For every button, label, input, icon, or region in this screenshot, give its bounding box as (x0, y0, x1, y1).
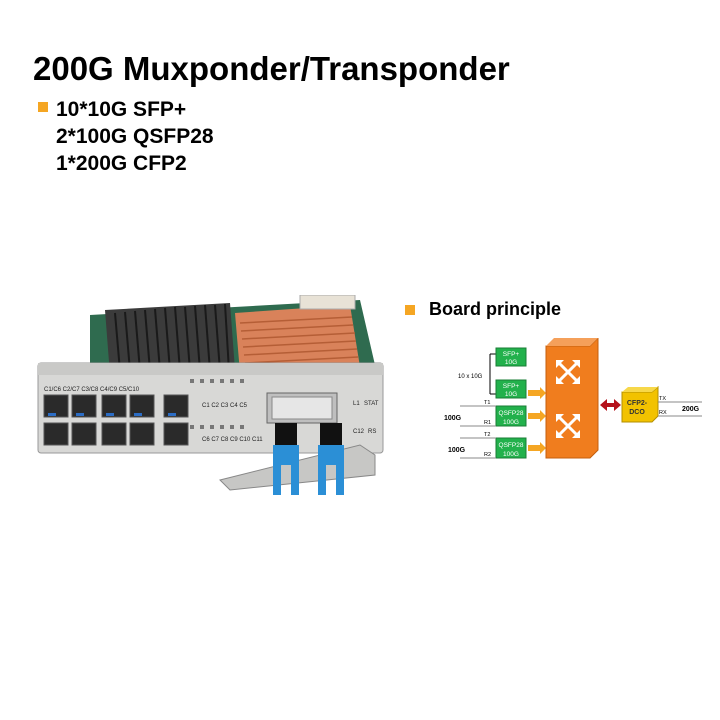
faceplate-port-labels: C1/C6 C2/C7 C3/C8 C4/C9 C5/C10 (44, 387, 140, 393)
board-principle-diagram: 10 x 10G SFP+ 10G SFP+ 10G QSFP28 100G Q… (444, 338, 702, 459)
spec-list: 10*10G SFP+ 2*100G QSFP28 1*200G CFP2 (38, 96, 214, 177)
rx-label: RX (659, 410, 667, 416)
cfp-sublabel: DCO (629, 409, 645, 416)
t1-label: T1 (484, 400, 490, 406)
black-heatsink (105, 303, 235, 375)
sfp-module-b: SFP+ 10G (495, 379, 527, 399)
faceplate-mid-labels-bottom: C6 C7 C8 C9 C10 C11 (202, 437, 263, 443)
cfp2-dco-module: CFP2- DCO (621, 385, 659, 423)
crossconnect-icon (556, 360, 580, 438)
faceplate-rs-label: RS (368, 429, 376, 435)
copper-heatsink (235, 305, 360, 373)
spec-text: 2*100G QSFP28 (56, 125, 214, 148)
line-rate-label: 200G (682, 406, 700, 413)
faceplate-l1-label: L1 (353, 401, 360, 407)
qsfp-a-label: QSFP28 (499, 410, 524, 417)
rate-b-label: 100G (448, 447, 466, 454)
faceplate-mid-labels-top: C1 C2 C3 C4 C5 (202, 403, 248, 409)
r1-label: R1 (484, 420, 491, 426)
port-count-label: 10 x 10G (458, 374, 483, 380)
spec-text: 1*200G CFP2 (56, 152, 187, 175)
switch-fabric (545, 338, 599, 459)
port-bracket (489, 353, 496, 395)
r2-label: R2 (484, 452, 491, 458)
board-photo: C1/C6 C2/C7 C3/C8 C4/C9 C5/C10 C1 C2 C3 … (37, 295, 384, 495)
t2-label: T2 (484, 432, 490, 438)
bullet-square-icon (405, 305, 415, 315)
cfp-label: CFP2- (627, 400, 648, 407)
rate-a-label: 100G (444, 415, 462, 422)
page-title: 200G Muxponder/Transponder (33, 50, 510, 87)
qsfp-b-rate: 100G (503, 451, 519, 458)
board-principle-label: Board principle (429, 299, 562, 319)
spec-item: 2*100G QSFP28 (38, 123, 214, 150)
sfp-b-label: SFP+ (503, 383, 520, 390)
sfp-a-label: SFP+ (503, 351, 520, 358)
sfp-b-rate: 10G (505, 391, 517, 398)
double-arrow-icon (600, 399, 621, 411)
spec-text: 10*10G SFP+ (56, 98, 187, 121)
sfp-module-a: SFP+ 10G (495, 347, 527, 367)
line-side-lines (658, 401, 702, 417)
spec-item: 10*10G SFP+ (38, 96, 214, 123)
spec-item: 1*200G CFP2 (38, 150, 214, 177)
faceplate-c12-label: C12 (353, 429, 365, 435)
board-principle-heading: Board principle (405, 299, 561, 320)
arrow-icon (528, 387, 546, 454)
tx-label: TX (659, 396, 666, 402)
qsfp-a-rate: 100G (503, 419, 519, 426)
blue-latch-icon (273, 423, 344, 495)
sfp-a-rate: 10G (505, 359, 517, 366)
qsfp-b-label: QSFP28 (499, 442, 524, 449)
backplane-connector (299, 295, 356, 310)
client-lines (460, 405, 496, 459)
bullet-square-icon (38, 102, 48, 112)
qsfp-module-a: QSFP28 100G (495, 405, 527, 427)
qsfp-module-b: QSFP28 100G (495, 437, 527, 459)
faceplate-stat-label: STAT (364, 401, 379, 407)
